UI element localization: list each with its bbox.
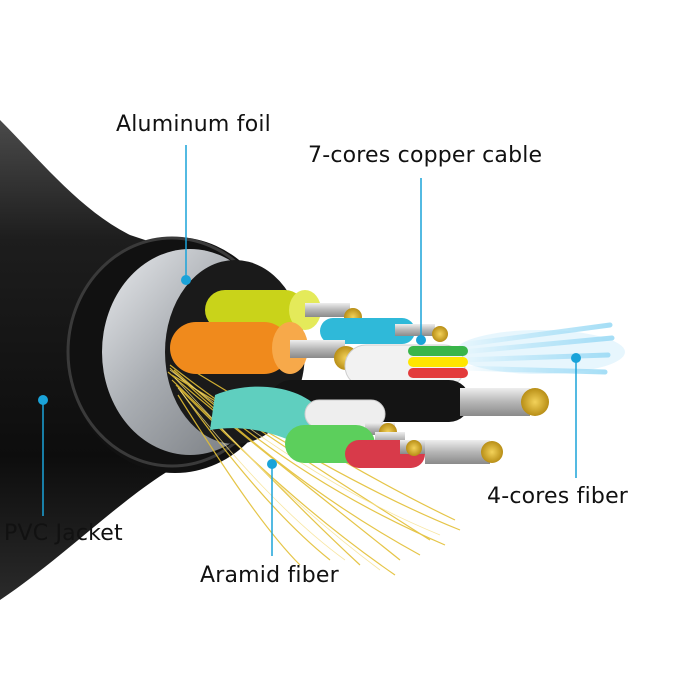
copper-core-red	[345, 440, 503, 468]
leader-dot-fiber	[571, 353, 581, 363]
copper-core-cyan	[320, 318, 448, 344]
leader-dots	[38, 275, 581, 469]
leader-dot-aramid-fiber	[267, 459, 277, 469]
leader-dot-copper-cable	[416, 335, 426, 345]
label-pvc-jacket: PVC Jacket	[4, 521, 123, 546]
copper-core-white-bundle	[344, 344, 468, 388]
label-aramid-fiber: Aramid fiber	[200, 563, 339, 588]
label-fiber: 4-cores fiber	[487, 484, 629, 509]
copper-core-orange	[170, 322, 358, 374]
label-copper-cable: 7-cores copper cable	[308, 143, 543, 168]
leader-dot-pvc-jacket	[38, 395, 48, 405]
label-aluminum-foil: Aluminum foil	[116, 112, 271, 137]
leader-lines	[42, 145, 577, 556]
fiber-strands	[455, 322, 625, 375]
leader-dot-aluminum-foil	[181, 275, 191, 285]
